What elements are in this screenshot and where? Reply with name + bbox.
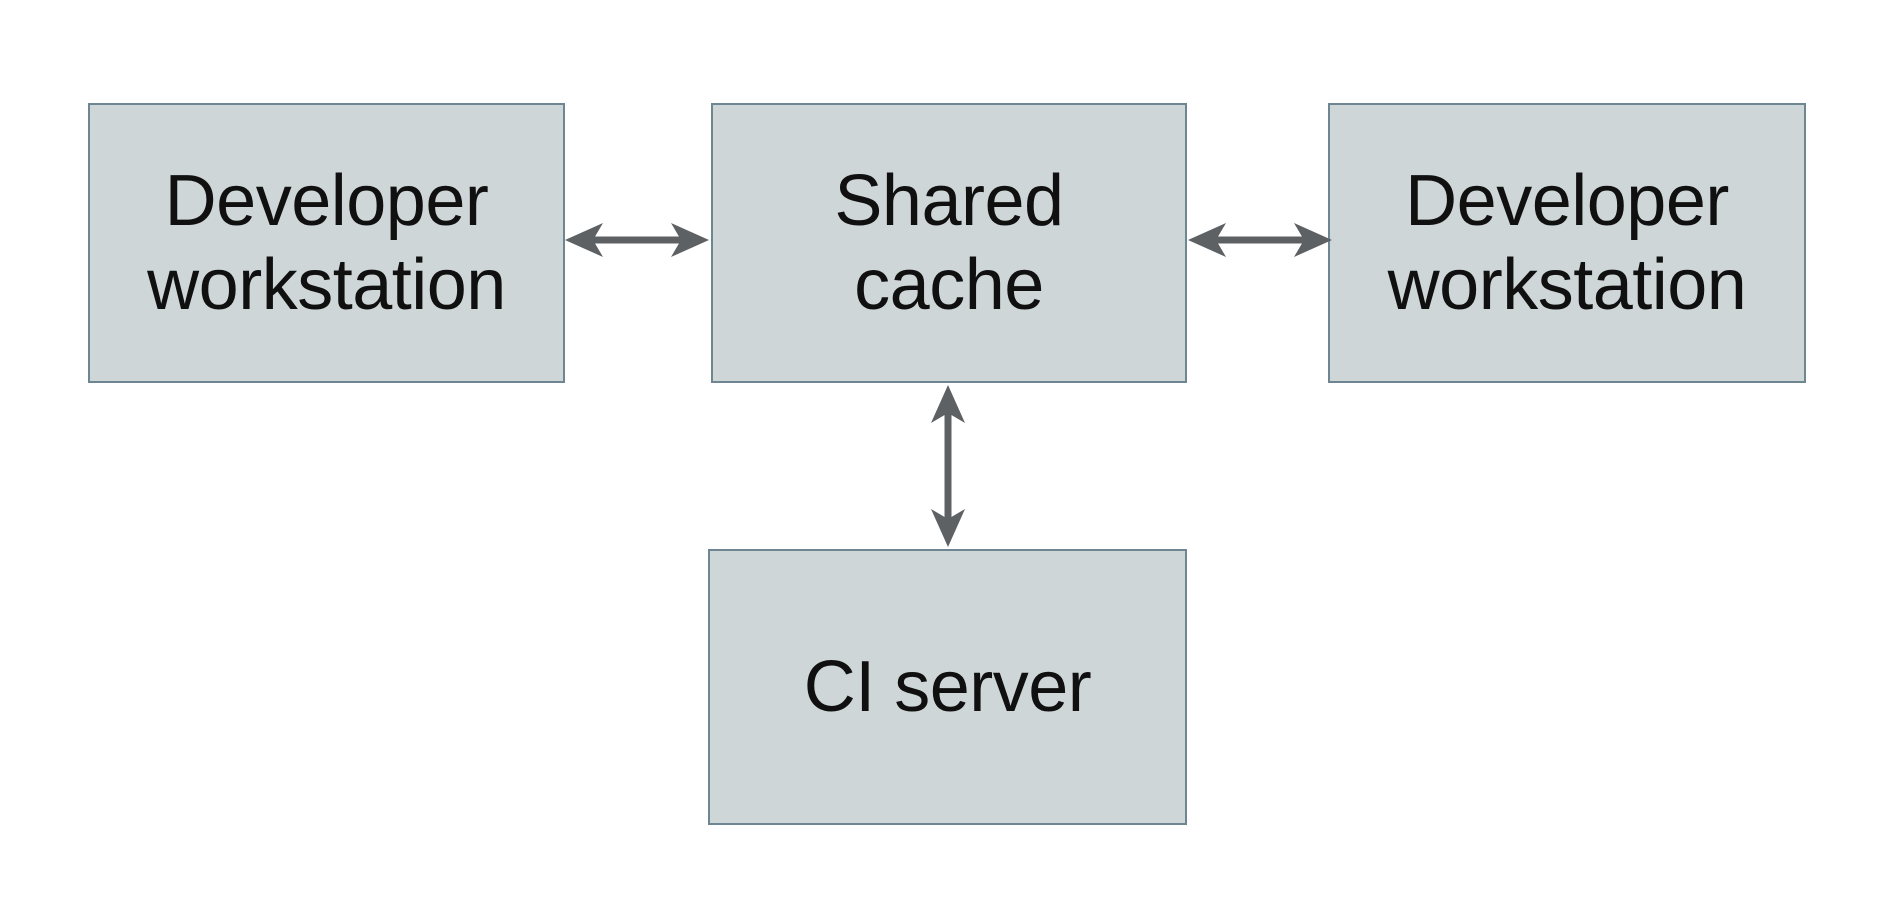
node-developer-workstation-right: Developer workstation xyxy=(1328,103,1806,383)
node-label-line: Developer xyxy=(1405,161,1729,241)
node-label-line: Shared xyxy=(834,161,1064,241)
node-label-line: CI server xyxy=(803,647,1092,727)
node-label-line: workstation xyxy=(147,245,506,325)
node-label-line: workstation xyxy=(1387,245,1747,325)
node-ci-server: CI server xyxy=(708,549,1187,825)
node-label-line: Developer xyxy=(164,161,489,241)
node-shared-cache: Shared cache xyxy=(711,103,1187,383)
node-developer-workstation-left: Developer workstation xyxy=(88,103,565,383)
node-label-line: cache xyxy=(854,245,1044,325)
bidirectional-arrow-sharedcache-devright-icon xyxy=(1188,223,1332,257)
bidirectional-arrow-sharedcache-ciserver-icon xyxy=(931,385,965,547)
bidirectional-arrow-devleft-sharedcache-icon xyxy=(565,223,709,257)
